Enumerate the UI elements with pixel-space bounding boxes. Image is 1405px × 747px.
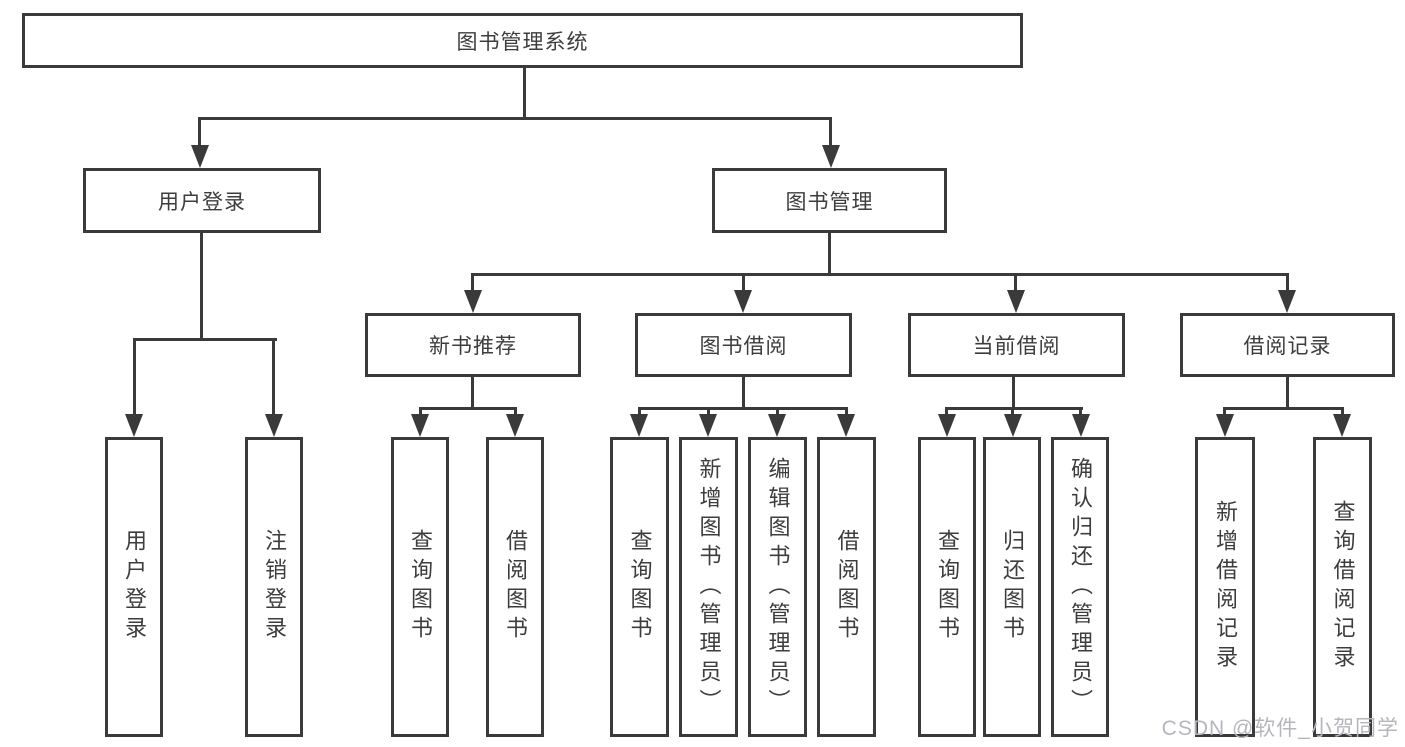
leaf-cb-query-books-label: 查询图书 [935,529,960,645]
connector-line [707,410,710,416]
arrowhead-icon [464,290,482,313]
connector-line [828,233,831,273]
connector-line [945,407,1083,410]
connector-line [419,407,517,410]
connector-line [1223,407,1344,410]
node-new-book-recommendation-label: 新书推荐 [429,335,517,358]
arrowhead-icon [1072,414,1090,437]
connector-line [1286,377,1289,407]
arrowhead-icon [938,414,956,437]
node-new-book-recommendation: 新书推荐 [365,313,581,377]
leaf-bb-edit-books-admin-label: 编辑图书（管理员） [765,456,791,718]
connector-line [742,377,745,407]
connector-line [1286,276,1289,292]
leaf-cb-query-books: 查询图书 [918,437,976,737]
leaf-nb-query-books: 查询图书 [391,437,449,737]
arrowhead-icon [630,414,648,437]
leaf-bb-borrow-books: 借阅图书 [817,437,876,737]
leaf-bb-borrow-books-label: 借阅图书 [834,529,860,645]
arrowhead-icon [506,414,524,437]
connector-line [1223,410,1226,416]
arrowhead-icon [265,414,283,437]
connector-line [133,338,277,341]
connector-line [1011,410,1014,416]
node-borrowing-records: 借阅记录 [1180,313,1395,377]
node-book-management-label: 图书管理 [785,190,874,214]
leaf-br-query-record: 查询借阅记录 [1313,437,1372,737]
connector-line [133,341,136,416]
arrowhead-icon [191,145,209,168]
connector-line [1014,276,1017,292]
node-user-login: 用户登录 [83,168,321,233]
leaf-nb-query-books-label: 查询图书 [408,529,433,645]
node-current-borrowing: 当前借阅 [908,313,1125,377]
node-borrowing-records-label: 借阅记录 [1243,335,1332,358]
connector-line [638,407,848,410]
connector-line [471,276,474,292]
connector-line [638,410,641,416]
connector-line [272,341,275,416]
node-book-borrowing-label: 图书借阅 [699,335,788,358]
leaf-nb-borrow-books-label: 借阅图书 [503,529,528,645]
node-book-management: 图书管理 [712,168,947,233]
leaf-cb-return-books: 归还图书 [983,437,1041,737]
connector-line [829,120,832,148]
arrowhead-icon [1278,290,1296,313]
connector-line [845,410,848,416]
node-current-borrowing-label: 当前借阅 [972,335,1061,358]
arrowhead-icon [699,414,717,437]
leaf-logout-label: 注销登录 [262,529,287,645]
node-root-label: 图书管理系统 [456,30,589,54]
arrowhead-icon [822,145,840,168]
leaf-cb-return-books-label: 归还图书 [1000,529,1025,645]
arrowhead-icon [125,414,143,437]
node-root: 图书管理系统 [22,13,1023,68]
leaf-br-add-record-label: 新增借阅记录 [1213,500,1238,674]
connector-line [471,377,474,407]
connector-line [1341,410,1344,416]
connector-line [742,276,745,292]
leaf-user-login-label: 用户登录 [122,529,147,645]
arrowhead-icon [1007,290,1025,313]
leaf-cb-confirm-return-admin: 确认归还（管理员） [1051,437,1109,737]
leaf-cb-confirm-return-admin-label: 确认归还（管理员） [1068,456,1093,718]
leaf-nb-borrow-books: 借阅图书 [486,437,544,737]
leaf-bb-query-books-label: 查询图书 [627,529,653,645]
connector-line [419,410,422,416]
arrowhead-icon [1004,414,1022,437]
leaf-user-login: 用户登录 [105,437,163,737]
arrowhead-icon [768,414,786,437]
node-user-login-label: 用户登录 [158,190,246,214]
connector-line [471,273,1289,276]
connector-line [523,68,526,120]
leaf-br-query-record-label: 查询借阅记录 [1330,500,1356,674]
connector-line [198,117,832,120]
node-book-borrowing: 图书借阅 [635,313,852,377]
connector-line [1012,377,1015,407]
connector-line [198,120,201,148]
arrowhead-icon [837,414,855,437]
connector-line [514,410,517,416]
arrowhead-icon [1333,414,1351,437]
leaf-bb-add-books-admin: 新增图书（管理员） [679,437,738,737]
csdn-watermark: CSDN @软件_小贺同学 [1161,717,1399,740]
arrowhead-icon [1216,414,1234,437]
connector-line [945,410,948,416]
leaf-br-add-record: 新增借阅记录 [1195,437,1255,737]
leaf-logout: 注销登录 [245,437,303,737]
arrowhead-icon [734,290,752,313]
connector-line [776,410,779,416]
connector-line [200,233,203,338]
leaf-bb-edit-books-admin: 编辑图书（管理员） [748,437,807,737]
arrowhead-icon [411,414,429,437]
connector-line [1079,410,1082,416]
leaf-bb-query-books: 查询图书 [610,437,669,737]
leaf-bb-add-books-admin-label: 新增图书（管理员） [696,456,722,718]
